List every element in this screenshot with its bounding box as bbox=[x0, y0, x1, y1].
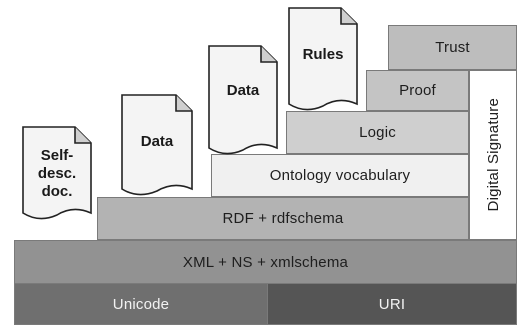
document-rules: Rules bbox=[287, 6, 359, 112]
layer-uri-label: URI bbox=[378, 295, 406, 313]
layer-digital-signature-label: Digital Signature bbox=[484, 98, 502, 212]
document-icon bbox=[22, 126, 92, 220]
layer-logic: Logic bbox=[286, 111, 469, 154]
document-self-desc-line1: Self- bbox=[40, 147, 74, 164]
layer-unicode-label: Unicode bbox=[112, 295, 170, 313]
document-icon bbox=[121, 94, 193, 196]
layer-xml: XML + NS + xmlschema bbox=[14, 240, 517, 284]
document-icon bbox=[208, 45, 278, 155]
layer-trust-label: Trust bbox=[435, 39, 470, 56]
layer-unicode: Unicode bbox=[14, 283, 268, 325]
layer-proof: Proof bbox=[366, 70, 469, 111]
document-rules-label: Rules bbox=[302, 46, 344, 63]
document-self-desc: Self- desc. doc. bbox=[21, 125, 93, 221]
document-data-1-label: Data bbox=[140, 133, 174, 150]
document-self-desc-line2: desc. bbox=[37, 165, 77, 182]
document-data-2: Data bbox=[207, 44, 279, 156]
document-data-2-label: Data bbox=[226, 82, 260, 99]
layer-ontology: Ontology vocabulary bbox=[211, 154, 469, 197]
layer-ontology-label: Ontology vocabulary bbox=[269, 167, 411, 184]
document-icon bbox=[288, 7, 358, 111]
layer-trust: Trust bbox=[388, 25, 517, 70]
layer-logic-label: Logic bbox=[359, 124, 396, 141]
layer-uri: URI bbox=[267, 283, 517, 325]
layer-xml-label: XML + NS + xmlschema bbox=[182, 253, 349, 271]
layer-rdf-label: RDF + rdfschema bbox=[222, 210, 344, 227]
document-data-1: Data bbox=[120, 93, 194, 197]
layer-digital-signature: Digital Signature bbox=[469, 70, 517, 240]
layer-rdf: RDF + rdfschema bbox=[97, 197, 469, 240]
document-self-desc-line3: doc. bbox=[41, 183, 73, 200]
layer-proof-label: Proof bbox=[399, 82, 436, 99]
